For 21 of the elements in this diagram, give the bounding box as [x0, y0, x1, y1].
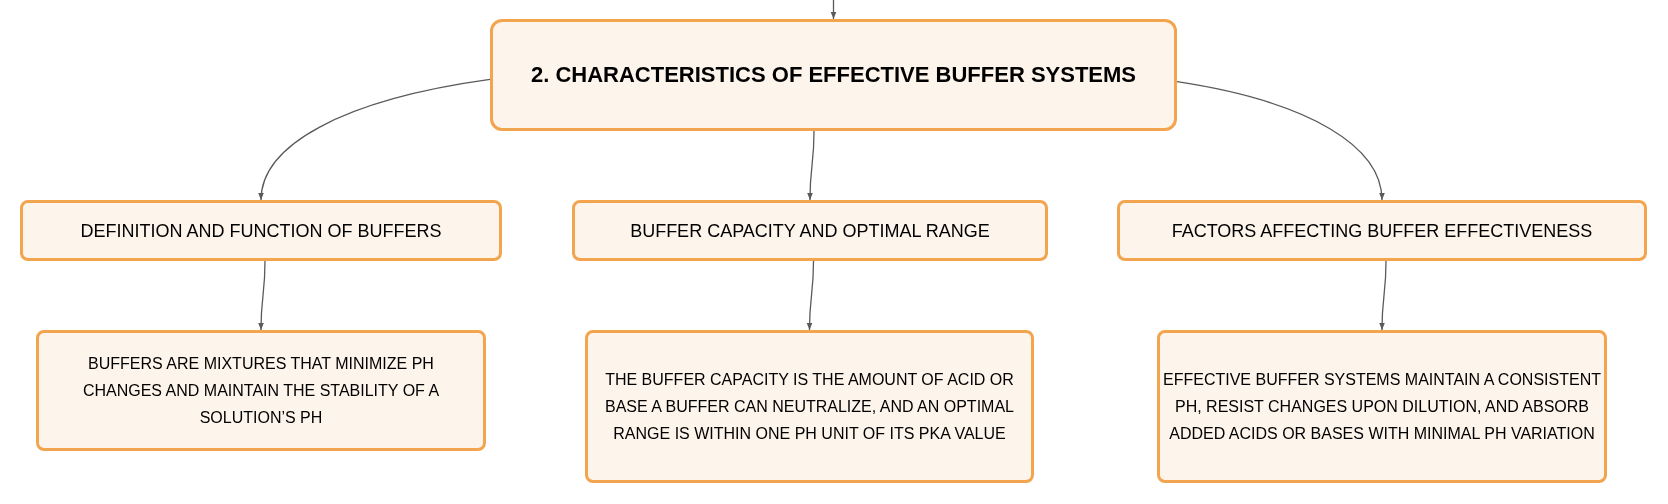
- connector-arrow: [258, 260, 266, 331]
- connector-arrow: [806, 260, 815, 331]
- subtopic-label: BUFFER CAPACITY AND OPTIMAL RANGE: [630, 219, 990, 243]
- detail-text: THE BUFFER CAPACITY IS THE AMOUNT OF ACID OR BASE A BUFFER CAN NEUTRALIZE, AND AN OPTIMAL RANGE IS WITHIN ONE PH UNIT OF ITS PKA VALUE: [604, 370, 1015, 444]
- connector-arrow: [259, 78, 491, 201]
- detail-box: [36, 330, 486, 451]
- connector-arrow: [1176, 81, 1384, 201]
- connector-arrow: [807, 130, 815, 201]
- detail-text: BUFFERS ARE MIXTURES THAT MINIMIZE PH CHANGES AND MAINTAIN THE STABILITY OF A SOLUTION’S PH: [81, 354, 441, 428]
- subtopic-label: DEFINITION AND FUNCTION OF BUFFERS: [80, 219, 442, 243]
- subtopic-box: [20, 200, 502, 261]
- subtopic-box: [572, 200, 1048, 261]
- main-topic-box: [490, 19, 1177, 131]
- detail-box: [585, 330, 1034, 483]
- detail-text: EFFECTIVE BUFFER SYSTEMS MAINTAIN A CONSISTENT PH, RESIST CHANGES UPON DILUTION, AND ABSORB ADDED ACIDS OR BASES WITH MINIMAL PH VARIATION: [1162, 370, 1602, 444]
- connector-arrow: [1379, 260, 1387, 331]
- subtopic-box: [1117, 200, 1647, 261]
- topic-title: 2. CHARACTERISTICS OF EFFECTIVE BUFFER SYSTEMS: [530, 61, 1136, 89]
- detail-box: [1157, 330, 1607, 483]
- connector-arrow: [830, 0, 837, 20]
- subtopic-label: FACTORS AFFECTING BUFFER EFFECTIVENESS: [1171, 219, 1593, 243]
